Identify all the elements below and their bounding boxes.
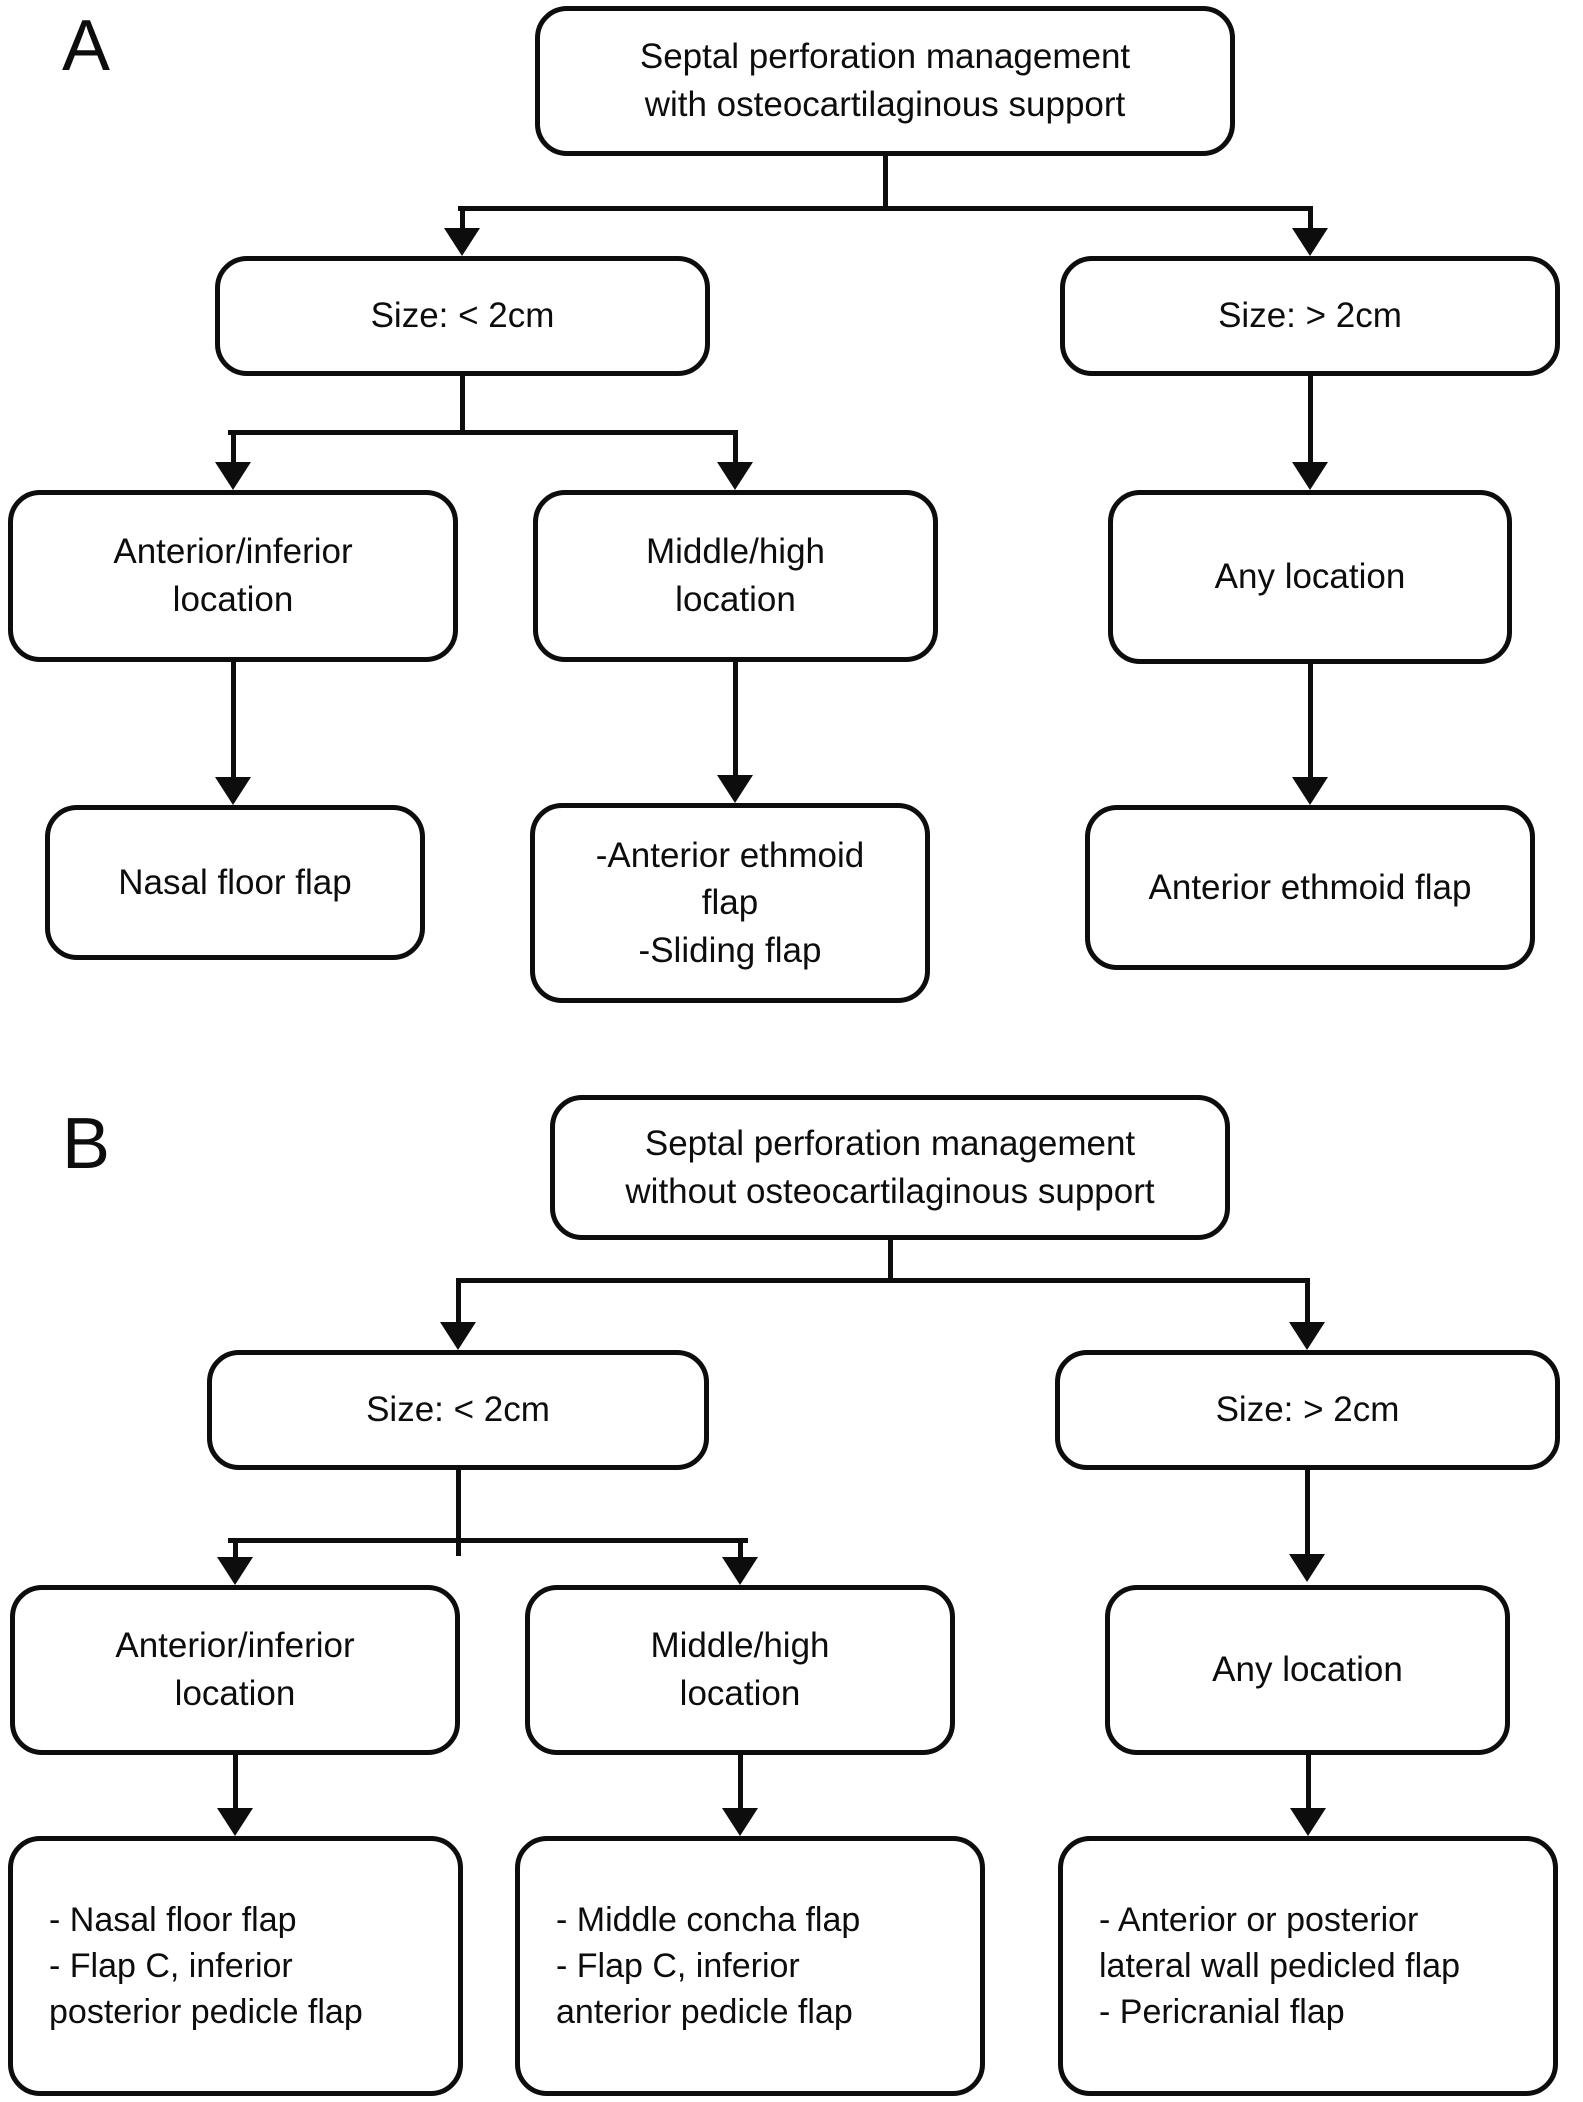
node-size-small-a: Size: < 2cm: [215, 256, 710, 376]
arrowhead-middle-high-b: [722, 1557, 758, 1585]
node-middle-high-a: Middle/high location: [533, 490, 938, 662]
edge-size-large-to-any-location-a: [1308, 374, 1313, 464]
edge-to-outcome-any-location-a: [1308, 664, 1313, 779]
panel-b-label: B: [62, 1104, 111, 1184]
node-size-large-b: Size: > 2cm: [1055, 1350, 1560, 1470]
edge-to-outcome-anterior-inferior-b: [233, 1755, 238, 1810]
node-outcome-nasal-floor-a: Nasal floor flap: [45, 805, 425, 960]
edge-to-size-large-a: [1308, 206, 1313, 232]
edge-size-large-to-any-location-b: [1305, 1468, 1310, 1558]
arrowhead-middle-high-a: [717, 462, 753, 490]
edge-to-anterior-inferior-a: [231, 430, 236, 464]
node-size-small-b: Size: < 2cm: [207, 1350, 709, 1470]
node-middle-high-b: Middle/high location: [525, 1585, 955, 1755]
node-root-a: Septal perforation management with osteo…: [535, 6, 1235, 156]
arrowhead-outcome-anterior-inferior-a: [215, 777, 251, 805]
node-any-location-a: Any location: [1108, 490, 1512, 664]
arrowhead-outcome-anterior-inferior-b: [217, 1808, 253, 1836]
arrowhead-size-large-b: [1289, 1322, 1325, 1350]
arrowhead-any-location-a: [1292, 462, 1328, 490]
arrowhead-any-location-b: [1289, 1554, 1325, 1582]
edge-size-small-branch-a: [228, 430, 738, 435]
arrowhead-size-small-a: [444, 228, 480, 256]
edge-to-outcome-any-location-b: [1306, 1755, 1311, 1810]
edge-size-small-branch-b: [228, 1538, 748, 1543]
edge-to-middle-high-a: [733, 430, 738, 464]
arrowhead-outcome-middle-high-b: [722, 1808, 758, 1836]
edge-to-middle-high-b: [738, 1538, 743, 1560]
edge-to-outcome-middle-high-a: [733, 662, 738, 777]
edge-to-outcome-anterior-inferior-a: [231, 662, 236, 779]
node-outcome-concha-flapc-b: - Middle concha flap - Flap C, inferior …: [515, 1836, 985, 2096]
node-anterior-inferior-b: Anterior/inferior location: [10, 1585, 460, 1755]
node-outcome-nasal-flapc-b: - Nasal floor flap - Flap C, inferior po…: [8, 1836, 463, 2096]
arrowhead-anterior-inferior-b: [217, 1557, 253, 1585]
arrowhead-size-small-b: [440, 1322, 476, 1350]
node-any-location-b: Any location: [1105, 1585, 1510, 1755]
edge-size-small-stub-b: [456, 1468, 461, 1556]
arrowhead-outcome-middle-high-a: [717, 775, 753, 803]
arrowhead-outcome-any-location-a: [1292, 777, 1328, 805]
edge-root-stub-a: [883, 154, 888, 208]
node-outcome-lateral-pericranial-b: - Anterior or posterior lateral wall ped…: [1058, 1836, 1558, 2096]
node-anterior-inferior-a: Anterior/inferior location: [8, 490, 458, 662]
panel-a-label: A: [62, 6, 111, 86]
node-size-large-a: Size: > 2cm: [1060, 256, 1560, 376]
edge-to-anterior-inferior-b: [233, 1538, 238, 1560]
edge-to-size-large-b: [1305, 1278, 1310, 1324]
arrowhead-size-large-a: [1292, 228, 1328, 256]
node-root-b: Septal perforation management without os…: [550, 1095, 1230, 1240]
edge-root-branch-a: [458, 206, 1313, 211]
edge-root-stub-b: [888, 1238, 893, 1283]
edge-to-outcome-middle-high-b: [738, 1755, 743, 1810]
edge-root-branch-b: [456, 1278, 1310, 1283]
edge-to-size-small-b: [456, 1278, 461, 1324]
node-outcome-anterior-ethmoid-a: Anterior ethmoid flap: [1085, 805, 1535, 970]
edge-size-small-stub-a: [460, 374, 465, 432]
edge-to-size-small-a: [460, 206, 465, 232]
arrowhead-outcome-any-location-b: [1290, 1808, 1326, 1836]
node-outcome-ethmoid-sliding-a: -Anterior ethmoid flap -Sliding flap: [530, 803, 930, 1003]
arrowhead-anterior-inferior-a: [215, 462, 251, 490]
